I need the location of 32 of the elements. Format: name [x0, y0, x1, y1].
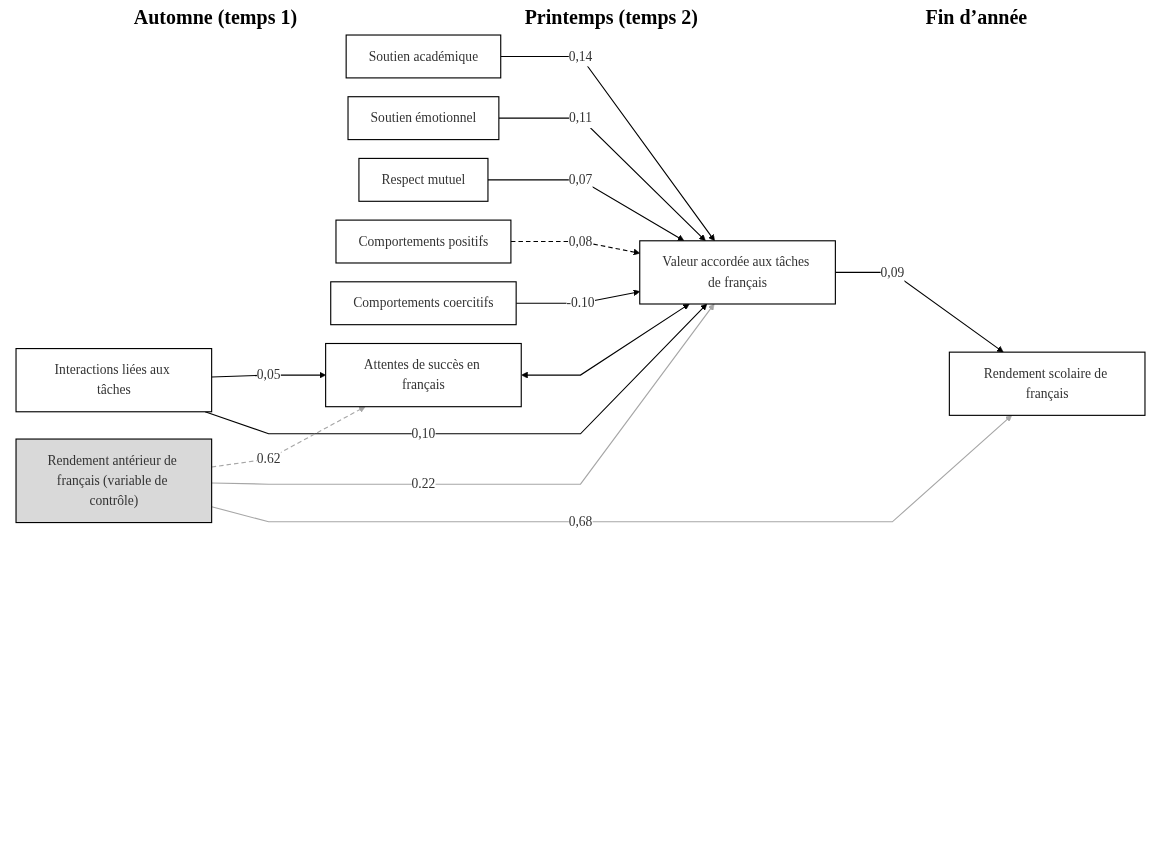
- edge-label: 0,14: [568, 48, 593, 64]
- edge-label: 0,09: [880, 264, 905, 280]
- node-box: [948, 351, 1146, 416]
- node-box: [325, 342, 522, 408]
- path-diagram: 0,14 0,11 0,07 0,05 0,10 0,08 -0.10 0.62 0.22 0,68 0,09 Soutien académique Soutien émotionnel Respect mutuel Interactions liées aux tâches Comportements positifs Comportements coercitifs Rendement antérieur de français (variable de contrôle) Attentes de succès en français Valeur accordée aux tâches de français Rendement scolaire de français: [10, 29, 1151, 538]
- column-heading: Printemps (temps 2): [524, 6, 698, 29]
- edge-label: 0.62: [256, 451, 281, 467]
- edge-label: 0,11: [568, 110, 593, 126]
- node-box: [639, 240, 836, 305]
- column-heading: Automne (temps 1): [133, 6, 298, 29]
- arrow: [498, 117, 706, 242]
- arrow: [211, 406, 366, 468]
- arrow: [204, 303, 708, 435]
- edge-label: 0,07: [568, 171, 593, 187]
- node-box: [347, 96, 500, 141]
- node-box: [345, 34, 502, 79]
- edge-label: 0.22: [411, 476, 436, 492]
- node-box: [15, 348, 213, 413]
- arrow: [500, 55, 715, 242]
- node-box: [358, 157, 489, 202]
- column-heading: Fin d’année: [925, 6, 1028, 29]
- node-box: [335, 219, 512, 264]
- edge-label: 0,68: [568, 513, 593, 529]
- edge-label: 0,05: [256, 367, 281, 383]
- arrow: [487, 179, 685, 242]
- arrow: [211, 415, 1013, 523]
- edge-label: 0,08: [568, 233, 593, 249]
- arrow: [521, 303, 690, 379]
- edge-label: 0,10: [411, 425, 436, 441]
- node-box: [330, 281, 517, 326]
- edge-label: -0.10: [566, 295, 595, 311]
- node-box: [15, 438, 213, 524]
